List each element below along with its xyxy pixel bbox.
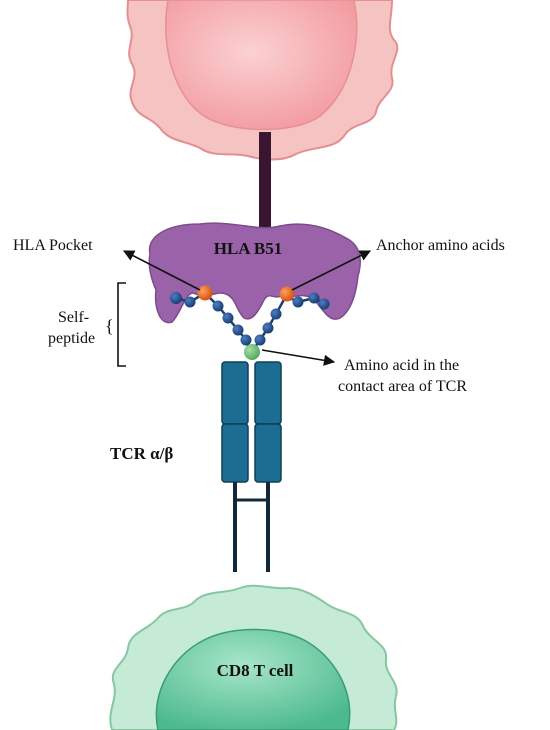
anchor-amino-acids-label: Anchor amino acids bbox=[376, 237, 505, 254]
hla-b51-label: HLA B51 bbox=[214, 239, 283, 258]
peptide-residue bbox=[270, 308, 282, 320]
t-cell-nucleus bbox=[155, 628, 351, 730]
peptide-residue bbox=[254, 334, 266, 346]
peptide-residue bbox=[232, 324, 244, 336]
anchor-residue-left bbox=[197, 285, 213, 301]
cd8-t-cell: CD8 T cell bbox=[109, 584, 398, 730]
self-peptide-bracket bbox=[117, 282, 126, 367]
peptide-residue bbox=[212, 300, 224, 312]
hla-pocket-arrow bbox=[123, 250, 201, 291]
peptide-residue bbox=[170, 292, 182, 304]
anchor-residue-right bbox=[279, 286, 295, 302]
tcr-beta-variable-domain bbox=[254, 361, 282, 425]
peptide-residue bbox=[292, 296, 304, 308]
hla-b51-molecule: HLA B51 bbox=[148, 222, 361, 324]
peptide-residue bbox=[240, 334, 252, 346]
peptide-residue bbox=[308, 292, 320, 304]
peptide-residue bbox=[184, 296, 196, 308]
self-peptide-label-line2: peptide bbox=[48, 330, 95, 347]
antigen-presenting-cell bbox=[126, 0, 399, 161]
peptide-residue bbox=[222, 312, 234, 324]
cd8-t-cell-label: CD8 T cell bbox=[217, 661, 294, 680]
tcr-alpha-beta: TCR α/β bbox=[110, 361, 282, 572]
contact-label-line2: contact area of TCR bbox=[338, 378, 467, 395]
contact-label-line1: Amino acid in the bbox=[344, 357, 459, 374]
contact-residue bbox=[244, 344, 260, 360]
self-peptide-label-line1: Self- bbox=[58, 309, 89, 326]
hla-stalk bbox=[259, 132, 271, 228]
tcr-label: TCR α/β bbox=[110, 444, 173, 463]
hla-pocket-label: HLA Pocket bbox=[13, 237, 93, 254]
tcr-alpha-variable-domain bbox=[221, 361, 249, 425]
tcr-beta-constant-domain bbox=[254, 423, 282, 483]
peptide-residue bbox=[262, 322, 274, 334]
peptide-residue bbox=[318, 298, 330, 310]
self-peptide-brace: { bbox=[105, 316, 114, 336]
contact-residue-arrow bbox=[261, 349, 336, 366]
tcr-alpha-constant-domain bbox=[221, 423, 249, 483]
anchor-amino-acids-arrow bbox=[291, 250, 372, 291]
self-peptide bbox=[170, 285, 330, 356]
apc-nucleus bbox=[165, 0, 358, 131]
